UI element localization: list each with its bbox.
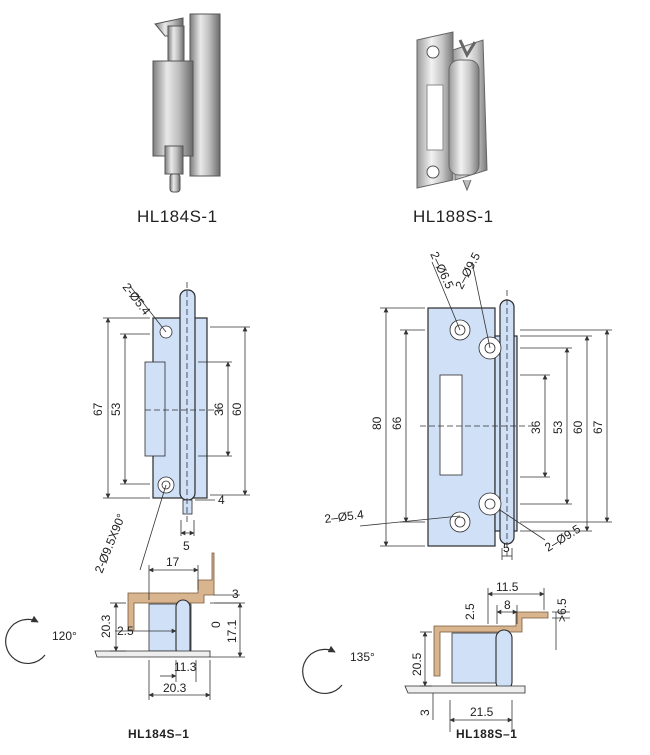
hl184s-dim-4: 4: [218, 493, 225, 507]
hl188s-side-6-5: >6.5: [555, 598, 569, 622]
hl188s-dim-60: 60: [571, 420, 585, 434]
hl184s-side-0: 0: [209, 621, 223, 628]
hl188s-side-20-5: 20.5: [410, 652, 424, 676]
hl184s-dim-60: 60: [230, 402, 244, 416]
hl184s-side-3: 3: [232, 587, 239, 601]
hl188s-front-view: [359, 261, 612, 560]
hl188s-side-3: 3: [418, 709, 432, 716]
hl184s-dim-36: 36: [212, 402, 226, 416]
hl188s-dim-hole-left: 2–Ø5.4: [324, 507, 365, 526]
hl188s-dim-80: 80: [370, 416, 384, 430]
hl184s-side-11-3: 11.3: [174, 660, 197, 674]
hl184s-side-20-3: 20.3: [99, 614, 113, 638]
hl184s-dim-53: 53: [109, 402, 123, 416]
photo-hl188s: [405, 30, 505, 200]
hl184s-dim-hole-bottom: 2-Ø9.5X90°: [92, 511, 129, 575]
product-label-hl188s: HL188S-1: [413, 207, 494, 226]
product-label-hl184s: HL184S-1: [137, 207, 218, 226]
caption-hl188s: HL188S–1: [456, 727, 518, 741]
hl188s-dim-hole-large: 2–Ø9.5: [452, 250, 483, 292]
hl188s-side-view: [302, 588, 570, 732]
hl188s-side-21-5: 21.5: [470, 705, 494, 719]
hl184s-rotation-label: 120°: [52, 629, 77, 643]
hl184s-front-view: [103, 282, 250, 571]
hl188s-dim-hole-right: 2–Ø9.5: [542, 522, 583, 555]
hl188s-dim-53: 53: [551, 420, 565, 434]
hl184s-dim-hole-top: 2-Ø5.4: [120, 280, 154, 318]
hl184s-side-20-3b: 20.3: [163, 681, 187, 695]
hl184s-side-2-5: 2.5: [117, 624, 134, 638]
hl184s-side-17-1: 17.1: [225, 619, 239, 643]
hl188s-dim-5: 5: [503, 541, 510, 555]
hl184s-dim-67: 67: [91, 402, 105, 416]
hl184s-dim-5: 5: [183, 539, 190, 553]
hl184s-side-view: [5, 552, 245, 700]
hl188s-side-11-5: 11.5: [496, 580, 519, 594]
hl184s-side-17: 17: [166, 555, 180, 569]
caption-hl184s: HL184S–1: [128, 727, 190, 741]
hl188s-side-2-5: 2.5: [463, 603, 477, 620]
hl188s-dim-67: 67: [591, 420, 605, 434]
hl188s-rotation-label: 135°: [350, 650, 375, 664]
hl188s-dim-66: 66: [390, 416, 404, 430]
hl188s-side-8: 8: [504, 598, 511, 612]
hl188s-dim-36: 36: [529, 420, 543, 434]
photo-hl184s: [125, 6, 235, 201]
